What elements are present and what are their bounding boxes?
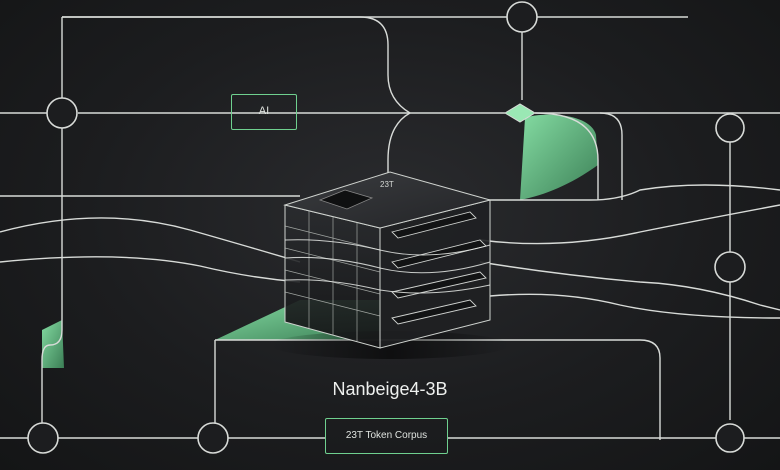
node-left-upper [46,97,78,129]
circuit-nodes [27,1,746,454]
node-right-middle [714,251,746,283]
node-top [506,1,538,33]
green-glow-top-right [520,114,598,200]
model-title: Nanbeige4-3B [332,379,448,399]
node-bottom-left [27,422,59,454]
processor-cube [283,171,492,349]
circuit-lines [0,16,780,440]
node-bottom-right [715,423,745,453]
node-bottom-mid [197,422,229,454]
diamond-connector [504,103,536,123]
node-right-upper [715,113,745,143]
corpus-caption: 23T Token Corpus [325,418,448,454]
ai-badge: AI [231,94,297,130]
chip-label: 23T [380,180,394,189]
green-glow-left [42,320,64,368]
